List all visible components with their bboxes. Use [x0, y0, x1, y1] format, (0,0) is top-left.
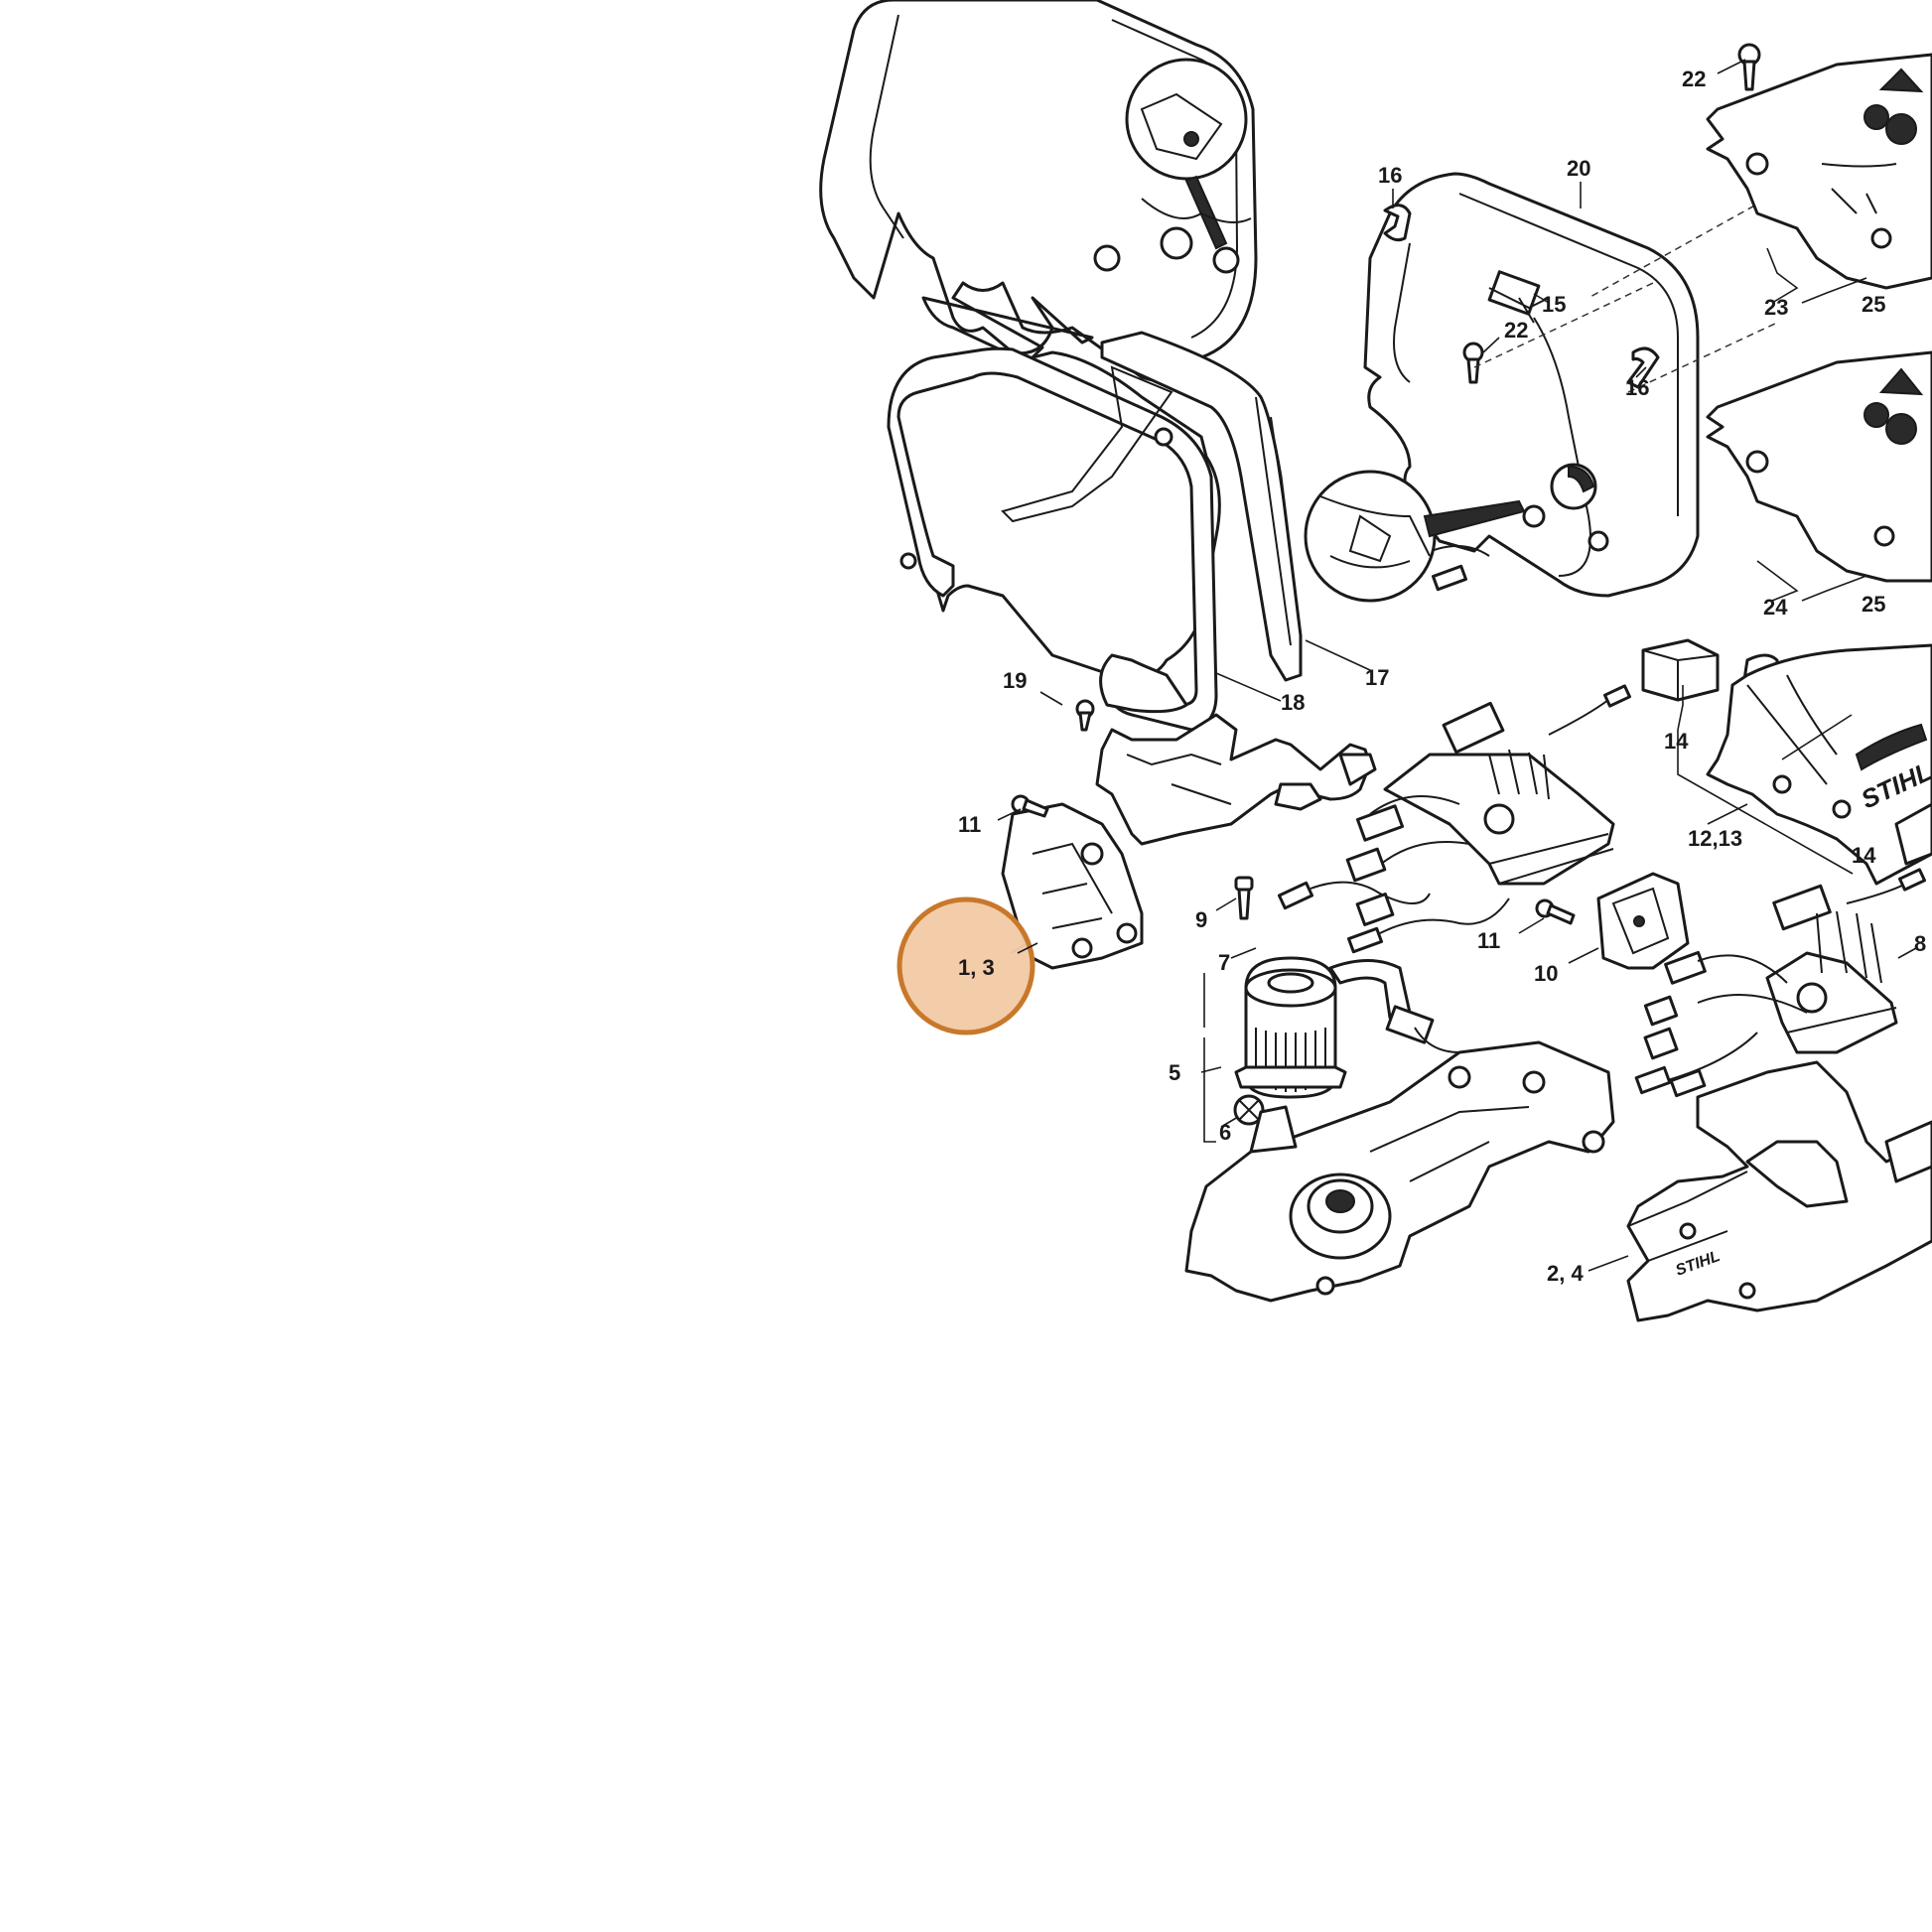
callout-11[interactable]: 11 — [1477, 928, 1500, 953]
callout-18[interactable]: 18 — [1281, 690, 1305, 715]
callout-14[interactable]: 14 — [1664, 729, 1689, 754]
callout-22[interactable]: 22 — [1682, 67, 1706, 91]
handle-frame-upper — [819, 0, 1258, 384]
filter-block-14b — [1894, 802, 1932, 866]
highlight-circle[interactable] — [897, 897, 1035, 1035]
callout-23[interactable]: 23 — [1764, 295, 1788, 320]
cover-23 — [1706, 53, 1932, 290]
handle-frame-right — [1304, 172, 1700, 603]
callout-22[interactable]: 22 — [1504, 318, 1528, 343]
bow-handle — [887, 331, 1303, 732]
switch-plate-10 — [1596, 872, 1690, 970]
callout-1-3[interactable]: 1, 3 — [958, 955, 995, 980]
callout-11[interactable]: 11 — [958, 812, 981, 837]
motor-5 — [1234, 956, 1460, 1099]
electronics-module-7 — [1277, 684, 1632, 954]
top-cover: STIHL — [1706, 643, 1932, 886]
callout-14[interactable]: 14 — [1852, 843, 1876, 868]
callout-7[interactable]: 7 — [1218, 950, 1230, 975]
screw-11a — [1011, 794, 1049, 818]
callout-16[interactable]: 16 — [1378, 163, 1402, 188]
callout-labels: 22 16 20 15 22 16 23 25 24 25 17 19 18 1… — [958, 67, 1926, 1286]
electronics-module-8 — [1634, 868, 1927, 1098]
callout-17[interactable]: 17 — [1365, 665, 1389, 690]
filter-block-14 — [1641, 638, 1720, 702]
callout-25[interactable]: 25 — [1862, 292, 1885, 317]
callout-2-4[interactable]: 2, 4 — [1547, 1261, 1584, 1286]
cover-24 — [1706, 350, 1932, 583]
screw-9 — [1234, 876, 1254, 920]
guide-dashed-line — [1587, 94, 1768, 299]
guide-dashed-line — [1627, 322, 1778, 393]
callout-19[interactable]: 19 — [1003, 668, 1027, 693]
housing-shell: STIHL — [1626, 1060, 1932, 1322]
callout-20[interactable]: 20 — [1567, 156, 1590, 181]
callout-16[interactable]: 16 — [1625, 375, 1649, 400]
screw-11b — [1535, 898, 1576, 925]
clip-16a — [1383, 204, 1412, 242]
leader-lines — [997, 59, 1917, 1272]
screw-22a — [1737, 43, 1761, 91]
screw-19 — [1075, 699, 1095, 732]
gear-6 — [1233, 1094, 1265, 1126]
callout-8[interactable]: 8 — [1914, 931, 1926, 956]
callout-10[interactable]: 10 — [1534, 961, 1558, 986]
callout-6[interactable]: 6 — [1219, 1120, 1231, 1145]
callout-12-13[interactable]: 12,13 — [1688, 826, 1742, 851]
callout-24[interactable]: 24 — [1763, 595, 1788, 620]
callout-25[interactable]: 25 — [1862, 592, 1885, 617]
callout-15[interactable]: 15 — [1542, 292, 1566, 317]
callout-5[interactable]: 5 — [1169, 1060, 1180, 1085]
screw-22b — [1462, 342, 1484, 384]
guide-dashed-line — [1473, 282, 1654, 368]
callout-9[interactable]: 9 — [1195, 907, 1207, 932]
inner-housing — [1001, 713, 1377, 970]
gearbox-base — [1184, 1040, 1615, 1303]
